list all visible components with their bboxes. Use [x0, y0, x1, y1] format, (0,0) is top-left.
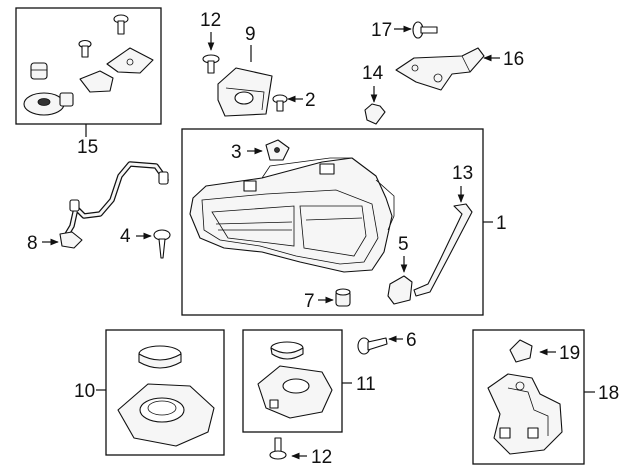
callout-12-bottom: 12: [311, 447, 332, 468]
callout-19: 19: [559, 343, 580, 364]
screw-12-top: [202, 54, 220, 74]
clip-14: [364, 103, 386, 125]
headlamp-housing: [189, 157, 395, 273]
bolt-6: [357, 337, 388, 355]
callout-18: 18: [598, 383, 619, 404]
repair-bracket-18: [487, 373, 563, 455]
module-cover-11: [257, 365, 333, 419]
screw-4: [153, 229, 171, 259]
bulb-cover-10: [117, 383, 215, 447]
seal-ring-11: [270, 341, 304, 360]
callout-17: 17: [371, 20, 392, 41]
callout-6: 6: [406, 330, 417, 351]
bolt-17: [412, 21, 438, 39]
callout-9: 9: [245, 24, 256, 45]
seal-ring-10: [138, 345, 182, 369]
bulb-cap-box: [96, 329, 225, 456]
control-module-9: [217, 67, 273, 117]
module-cover-box: [242, 329, 352, 433]
kit-screw-2: [78, 39, 92, 58]
headlamp-assembly-box: [181, 128, 493, 316]
hardware-kit-box: [15, 7, 162, 137]
callout-3: 3: [231, 142, 242, 163]
callout-11: 11: [356, 374, 376, 395]
trim-strip-13: [413, 203, 473, 297]
screw-12-bottom: [269, 437, 287, 460]
callout-1: 1: [496, 213, 507, 234]
callout-2: 2: [305, 90, 316, 111]
screw-2: [272, 94, 288, 112]
callout-8: 8: [27, 233, 38, 254]
wiring-harness-8: [59, 161, 169, 249]
bushing-7: [335, 288, 351, 307]
bracket-5: [387, 275, 413, 305]
callout-14: 14: [362, 63, 384, 84]
callout-13: 13: [452, 163, 473, 184]
kit-small-clip: [79, 70, 114, 93]
callout-12-top: 12: [200, 10, 221, 31]
callout-4: 4: [120, 226, 131, 247]
kit-screw-1: [113, 14, 129, 35]
repair-bracket-box: [472, 329, 595, 465]
callout-10: 10: [74, 381, 95, 402]
callout-7: 7: [304, 291, 315, 312]
clip-19: [509, 339, 533, 363]
kit-grommet: [23, 92, 74, 116]
kit-bracket-clip: [106, 47, 154, 74]
bracket-16: [395, 47, 485, 91]
kit-bushing: [30, 62, 48, 80]
callout-16: 16: [503, 49, 524, 70]
callout-15: 15: [77, 137, 98, 158]
callout-5: 5: [398, 234, 409, 255]
